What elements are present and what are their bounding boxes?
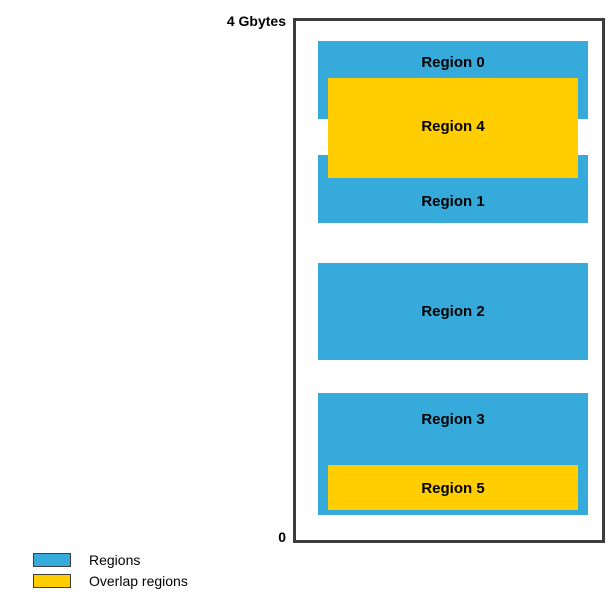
- legend-label: Regions: [89, 551, 141, 568]
- region-bar-region-4[interactable]: Region 4: [328, 78, 578, 178]
- axis-label-max: 4 Gbytes: [226, 13, 286, 29]
- region-bar-region-2[interactable]: Region 2: [318, 263, 588, 360]
- axis-label-zero: 0: [278, 529, 286, 545]
- region-bar-region-5[interactable]: Region 5: [328, 465, 578, 510]
- region-label: Region 4: [421, 118, 485, 135]
- region-label: Region 5: [421, 480, 485, 497]
- legend-label: Overlap regions: [89, 572, 188, 589]
- blue-swatch: [33, 552, 71, 567]
- region-label: Region 3: [421, 411, 485, 428]
- region-label: Region 0: [421, 54, 485, 71]
- region-label: Region 2: [421, 303, 485, 320]
- legend-item[interactable]: Overlap regions: [33, 570, 188, 591]
- legend-item[interactable]: Regions: [33, 549, 188, 570]
- yellow-swatch: [33, 573, 71, 588]
- region-label: Region 1: [421, 193, 485, 210]
